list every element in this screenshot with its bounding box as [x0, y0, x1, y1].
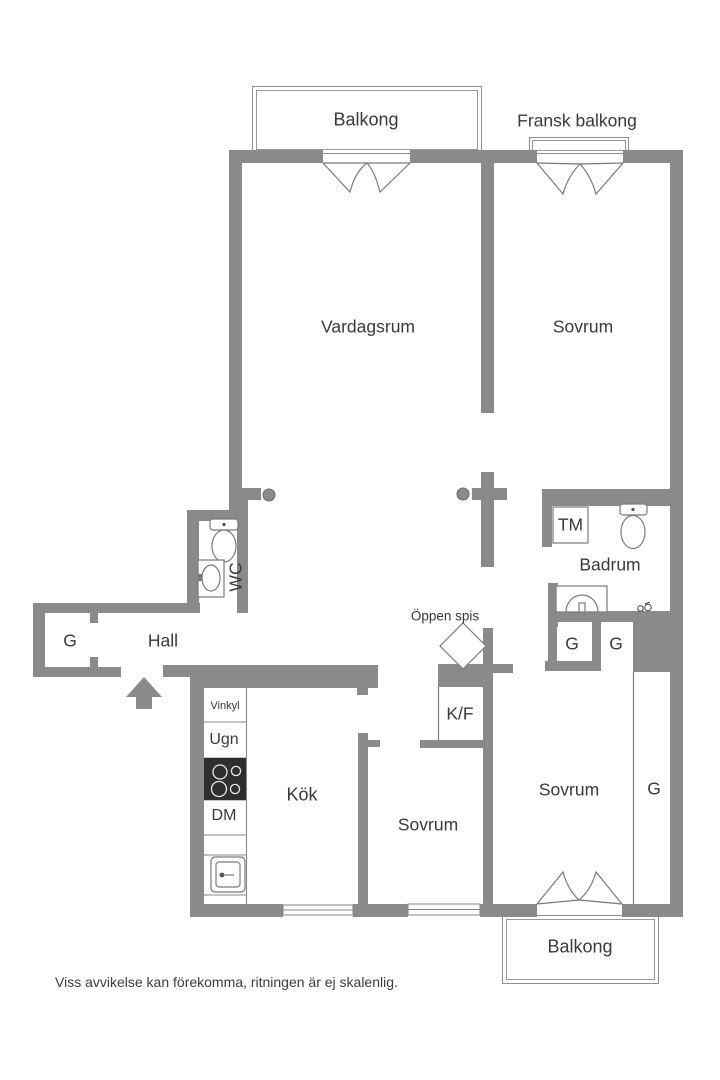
label-g-closet-2: G — [609, 633, 623, 654]
wall — [670, 150, 683, 917]
wall — [472, 488, 507, 500]
label-sovrum-top: Sovrum — [552, 316, 614, 337]
wall — [229, 150, 323, 163]
wall — [623, 150, 683, 163]
wall — [548, 583, 558, 627]
label-dm: DM — [211, 807, 237, 824]
wall — [33, 603, 45, 677]
wall — [33, 667, 121, 677]
wall — [229, 150, 242, 510]
wall — [622, 904, 683, 917]
french-balcony — [529, 137, 629, 154]
label-kok: Kök — [286, 784, 318, 805]
wall — [542, 489, 670, 506]
toilet-icon — [209, 518, 239, 563]
balcony-bottom-inner-rail — [506, 919, 655, 980]
label-sovrum-mid: Sovrum — [397, 814, 459, 835]
door-swing-icon — [321, 162, 412, 194]
wall — [357, 688, 368, 695]
entrance-arrow-icon — [126, 677, 162, 709]
label-tm: TM — [557, 514, 584, 535]
label-g-closet-1: G — [565, 633, 579, 654]
label-kf: K/F — [446, 703, 474, 724]
wall — [592, 621, 601, 671]
disclaimer-text: Viss avvikelse kan förekomma, ritningen … — [55, 974, 398, 990]
label-badrum: Badrum — [579, 554, 641, 575]
door-pivot-dot — [262, 488, 276, 502]
toilet-icon — [619, 503, 648, 550]
door-swing-icon — [535, 870, 624, 905]
door-swing-icon — [535, 162, 625, 196]
wall — [195, 665, 378, 688]
wall — [481, 150, 494, 413]
label-g-wardrobe: G — [647, 778, 661, 799]
wall — [545, 661, 600, 671]
label-wc: WC — [225, 562, 246, 592]
kitchen-sink-icon — [210, 856, 246, 893]
stove-icon — [204, 758, 246, 800]
wall — [187, 510, 199, 605]
wall — [237, 500, 248, 613]
label-g-hall: G — [63, 630, 77, 651]
label-ugn: Ugn — [209, 731, 239, 748]
wall — [163, 665, 195, 677]
wall — [483, 628, 493, 905]
label-oppen-spis: Öppen spis — [410, 608, 480, 624]
label-sovrum-right: Sovrum — [538, 779, 600, 800]
wall — [187, 510, 243, 521]
wall — [33, 603, 200, 613]
wall — [410, 150, 537, 163]
label-balcony-top: Balkong — [333, 109, 399, 130]
wall — [480, 904, 537, 917]
wall — [353, 904, 408, 917]
wall — [633, 611, 672, 672]
wall — [420, 740, 493, 748]
wall — [493, 664, 513, 673]
wall — [90, 657, 98, 667]
balcony-bottom — [502, 915, 659, 984]
label-french-balcony: Fransk balkong — [517, 110, 637, 131]
wall — [548, 621, 557, 671]
fireplace-diamond-icon — [439, 622, 487, 670]
french-balcony-inner-rail — [532, 140, 626, 151]
wall — [190, 904, 283, 917]
label-vinkyl: Vinkyl — [210, 700, 240, 712]
wall — [190, 677, 204, 917]
chimney-block — [438, 664, 487, 687]
label-hall: Hall — [147, 630, 179, 651]
wall — [542, 498, 552, 547]
washing-machine-box — [552, 506, 589, 544]
wall — [358, 733, 368, 905]
faucet-icon — [637, 601, 652, 612]
wall — [368, 740, 380, 747]
sink-icon — [197, 559, 225, 598]
balcony-top-inner-rail — [256, 90, 478, 150]
window-icon — [282, 903, 481, 916]
label-vardagsrum: Vardagsrum — [320, 316, 416, 337]
balcony-top — [252, 86, 482, 154]
wall — [90, 613, 98, 623]
wall — [548, 611, 672, 622]
door-pivot-dot — [456, 487, 470, 501]
wall — [242, 488, 261, 500]
sink-icon — [555, 585, 608, 613]
label-balcony-bottom: Balkong — [547, 936, 613, 957]
